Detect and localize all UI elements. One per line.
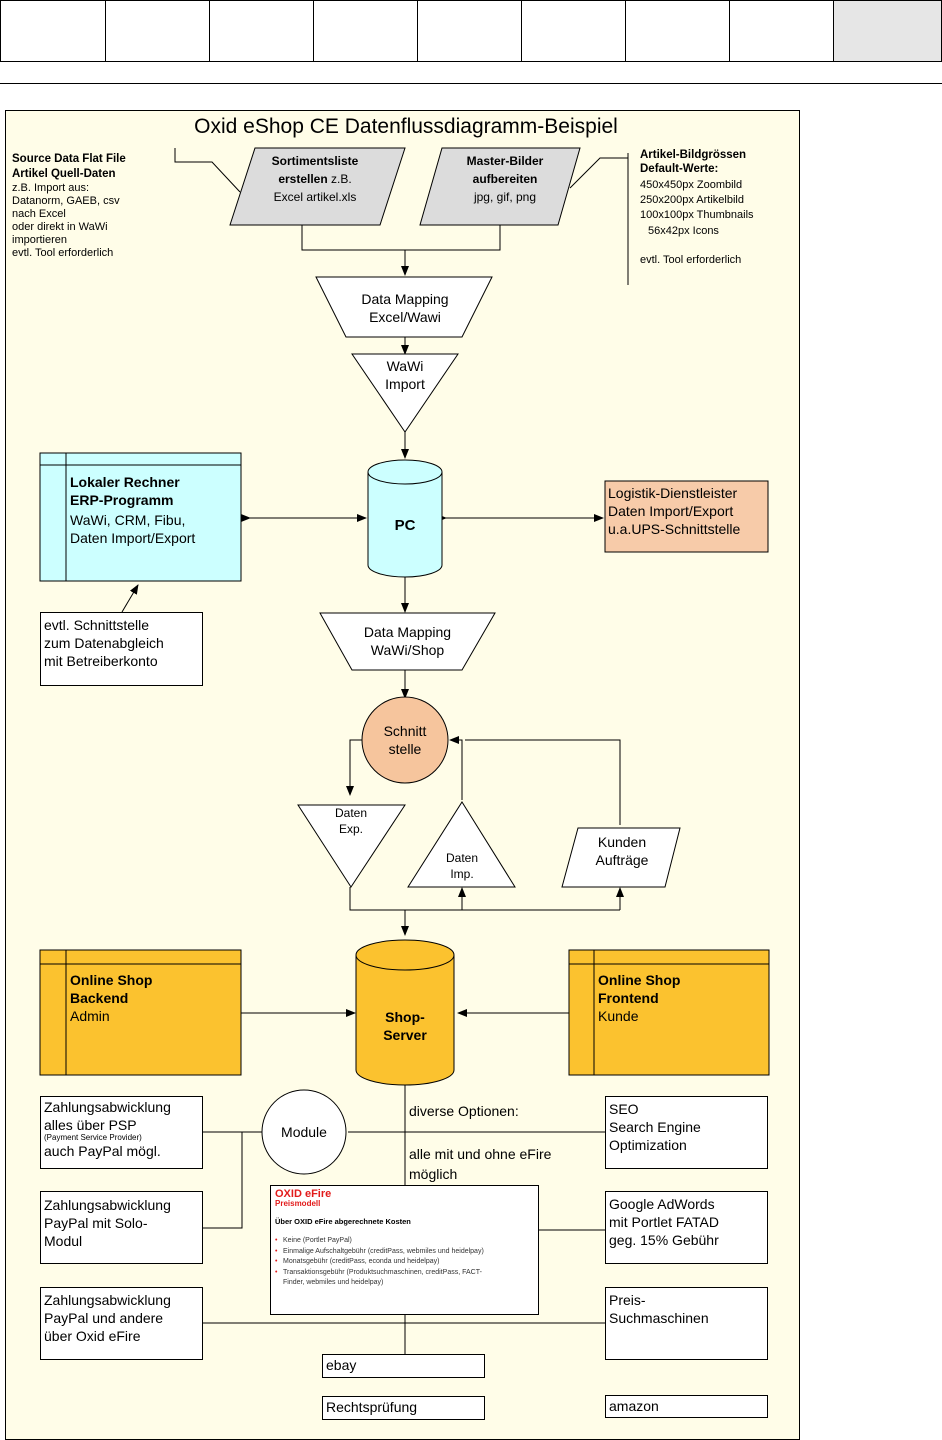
- options-label: diverse Optionen:: [409, 1103, 519, 1119]
- bilder-shape: [419, 147, 581, 226]
- erp-body: WaWi, CRM, Fibu,Daten Import/Export: [70, 512, 196, 547]
- amazon-box: [605, 1395, 768, 1418]
- source-leader: [174, 148, 241, 193]
- backend-shape: [39, 949, 242, 1076]
- header-cell-shaded: [833, 0, 942, 62]
- efire-item: Transaktionsgebühr (Produktsuchmaschinen…: [275, 1268, 534, 1279]
- payment-efire-box: [40, 1287, 203, 1360]
- mapping1-shape: [315, 276, 493, 338]
- pc-shape: [367, 472, 443, 578]
- mapping2-shape: [319, 612, 496, 671]
- daten-imp-shape: [407, 801, 516, 888]
- efire-list: Keine (Portlet PayPal) Einmalige Aufscha…: [275, 1236, 534, 1289]
- module-shape: [261, 1089, 347, 1175]
- server-shape: [355, 955, 455, 1086]
- arrow-note-erp: [121, 584, 139, 613]
- recht-box: [322, 1396, 485, 1420]
- preis-box: [605, 1287, 768, 1360]
- efire-subtitle: Preismodell: [275, 1199, 321, 1209]
- server-label: Shop-Server: [383, 1009, 427, 1044]
- efire-heading: Über OXID eFire abgerechnete Kosten: [275, 1216, 411, 1226]
- arrow-from-import: [449, 736, 463, 800]
- logistik-shape: [604, 480, 769, 553]
- preis-text: Preis-Suchmaschinen: [609, 1292, 709, 1327]
- ebay-text: ebay: [326, 1357, 357, 1373]
- image-leader: [569, 157, 628, 189]
- diagram-title: Oxid eShop CE Datenflussdiagramm-Beispie…: [194, 115, 618, 138]
- pc-label: PC: [394, 517, 416, 534]
- efire-item-cont: Finder, webmiles und heidelpay): [283, 1279, 384, 1287]
- recht-text: Rechtsprüfung: [326, 1399, 418, 1415]
- schnittstelle-note: [40, 612, 203, 686]
- adwords-box: [605, 1191, 768, 1264]
- erp-shape: [39, 452, 242, 582]
- daten-exp-shape: [297, 804, 406, 888]
- amazon-text: amazon: [609, 1398, 659, 1414]
- efire-item: Keine (Portlet PayPal): [275, 1236, 534, 1247]
- inputs-join: [301, 225, 501, 251]
- module-label: Module: [281, 1124, 327, 1140]
- schnittstelle-shape: [361, 696, 449, 784]
- payment-solo-box: [40, 1191, 203, 1264]
- import-shape: [351, 353, 459, 433]
- bilder-label: Master-Bilder aufbereiten jpg, gif, png: [466, 154, 544, 204]
- arrow-to-export: [346, 739, 362, 796]
- efire-price-inset: OXID eFire Preismodell Über OXID eFire a…: [270, 1185, 539, 1315]
- kunden-shape: [561, 827, 681, 888]
- efire-item: Einmalige Aufschaltgebühr (creditPass, w…: [275, 1247, 534, 1258]
- header-rule: [0, 83, 942, 84]
- sortiment-label: Sortimentsliste erstellen z.B. Excel art…: [271, 154, 359, 204]
- efire-title: OXID eFire: [275, 1188, 332, 1200]
- efire-item: Monatsgebühr (creditPass, econda und hei…: [275, 1257, 534, 1268]
- seo-box: [605, 1096, 768, 1169]
- page-header-table: [0, 0, 942, 90]
- ebay-box: [322, 1354, 485, 1378]
- collector-line: [349, 887, 620, 911]
- sortiment-shape: [229, 147, 406, 226]
- payment-psp-box: [40, 1096, 203, 1169]
- line-from-kunden: [465, 739, 621, 825]
- solo-line: [202, 1132, 243, 1229]
- frontend-shape: [568, 949, 770, 1076]
